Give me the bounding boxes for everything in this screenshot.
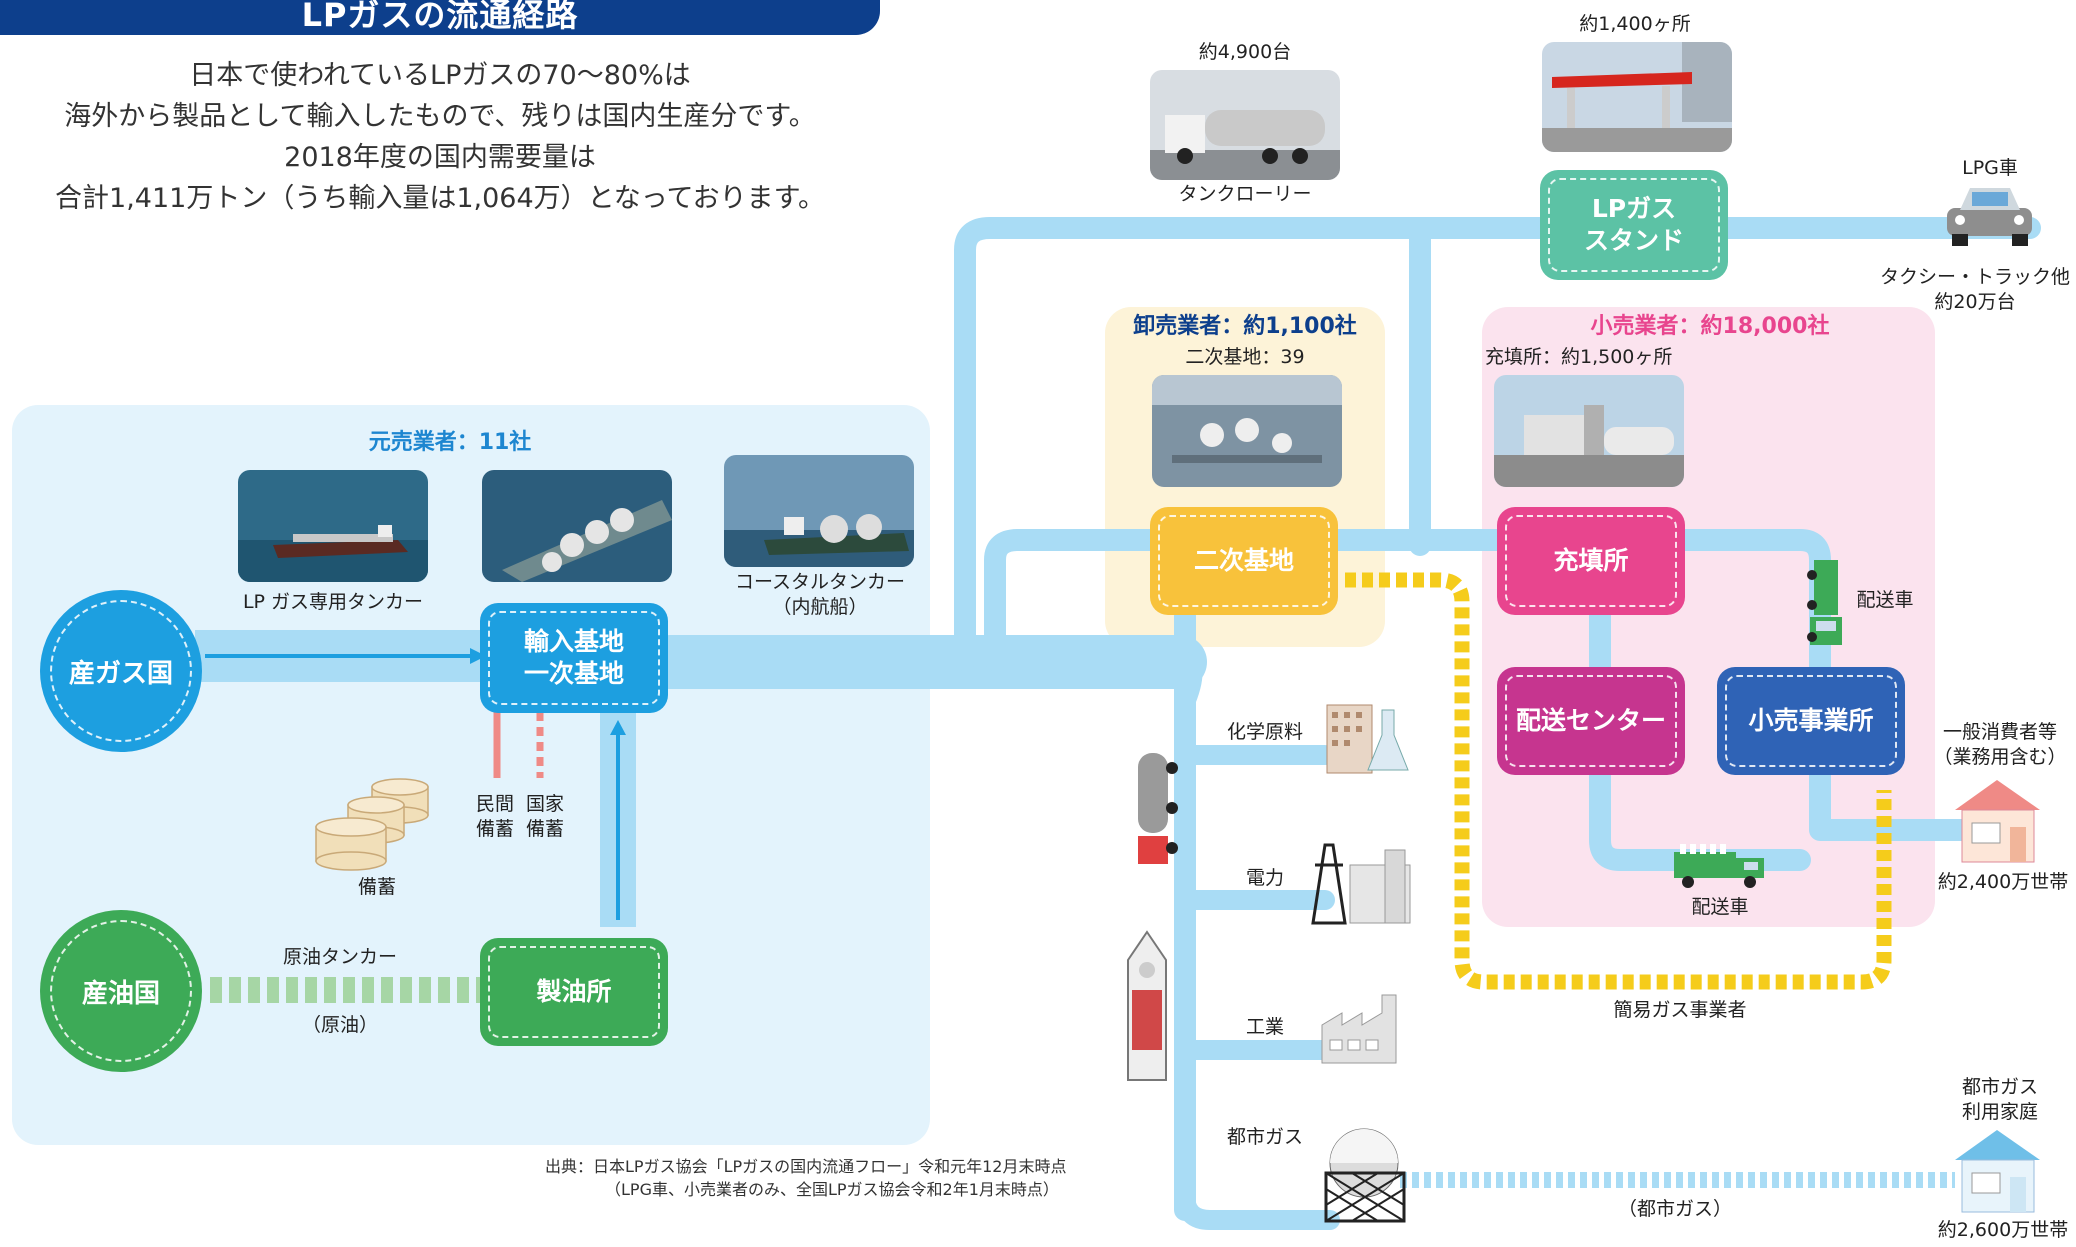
- power-icon: [1311, 843, 1411, 925]
- haiso-center-node: 配送センター: [1497, 667, 1685, 775]
- juten-node: 充填所: [1497, 507, 1685, 615]
- ship-vertical-icon: [1127, 930, 1167, 1081]
- delivery-truck-right-icon: [1807, 560, 1842, 645]
- niji-base-photo: [1152, 375, 1342, 487]
- stand-node: LPガス スタンド: [1540, 170, 1728, 280]
- kokka-label: 国家 備蓄: [515, 792, 575, 842]
- crude-label: （原油）: [301, 1014, 378, 1036]
- gas-holder-icon: [1324, 1128, 1406, 1223]
- flow-to-top: [954, 217, 2041, 671]
- niji-count-label: 二次基地：39: [1185, 346, 1305, 368]
- tanker-label: LP ガス専用タンカー: [242, 591, 424, 613]
- minkan-label: 民間 備蓄: [465, 792, 525, 842]
- sanyu-node: 産油国: [40, 910, 202, 1072]
- coastal-tanker-photo: [724, 455, 914, 567]
- lorry-count-label: 約4,900台: [1198, 41, 1292, 63]
- city-home-line2: 利用家庭: [1961, 1101, 2038, 1123]
- industry-label: 工業: [1245, 1016, 1284, 1038]
- page-title: LPガスの流通経路: [0, 0, 880, 35]
- juten-count-label: 充填所：約1,500ヶ所: [1485, 346, 1673, 368]
- yunyu-line1: 輸入基地: [523, 627, 624, 656]
- stand-line1: LPガス: [1591, 194, 1677, 223]
- delivery-truck-bottom-icon: [1674, 844, 1764, 888]
- power-label: 電力: [1245, 867, 1284, 889]
- city-gas-label: 都市ガス: [1226, 1126, 1303, 1148]
- city-gas-flow-label: （都市ガス）: [1617, 1198, 1732, 1220]
- juten-photo: [1494, 375, 1684, 487]
- oroshi-title: 卸売業者：約1,100社: [1133, 314, 1357, 339]
- lpg-car-label: LPG車: [1962, 157, 2018, 179]
- kouri-title: 小売業者：約18,000社: [1590, 314, 1830, 339]
- minkan-line1: 民間: [475, 793, 514, 815]
- reserve-tanks-icon: [315, 778, 429, 871]
- consumer-label: 一般消費者等 （業務用含む）: [1930, 720, 2070, 770]
- flow-juten-down: [1589, 589, 1811, 871]
- taxi-line2: 約20万台: [1934, 291, 2016, 313]
- coastal-label: コースタルタンカー （内航船）: [700, 570, 940, 620]
- chemical-label: 化学原料: [1226, 721, 1303, 743]
- kani-gas-line: [1345, 572, 1892, 990]
- import-base-photo: [482, 470, 672, 582]
- intro-text: 日本で使われているLPガスの70～80%は 海外から製品として輸入したもので、残…: [40, 55, 840, 219]
- motouri-title: 元売業者：11社: [368, 430, 532, 455]
- haisosha-bottom-label: 配送車: [1691, 896, 1749, 918]
- chemical-icon: [1326, 704, 1409, 774]
- stand-line2: スタンド: [1583, 226, 1684, 255]
- intro-line: 海外から製品として輸入したもので、残りは国内生産分です。: [64, 101, 816, 132]
- yunyu-node: 輸入基地 一次基地: [480, 603, 668, 713]
- lpg-car-icon: [1947, 188, 2032, 246]
- bichiku-label: 備蓄: [357, 876, 396, 898]
- minkan-line2: 備蓄: [475, 818, 514, 840]
- tank-lorry-photo: [1150, 70, 1340, 180]
- flow-bend: [1169, 651, 1203, 711]
- factory-icon: [1321, 994, 1397, 1064]
- kouri-jigyo-node: 小売事業所: [1717, 667, 1905, 775]
- sangasu-node: 産ガス国: [40, 590, 202, 752]
- haisosha-right-label: 配送車: [1856, 589, 1914, 611]
- taxi-line1: タクシー・トラック他: [1880, 266, 2071, 288]
- intro-line: 2018年度の国内需要量は: [284, 142, 596, 173]
- stand-count-label: 約1,400ヶ所: [1579, 13, 1691, 35]
- kani-gas-label: 簡易ガス事業者: [1613, 999, 1747, 1021]
- consumer-line2: （業務用含む）: [1933, 746, 2067, 768]
- city-home-label: 都市ガス 利用家庭: [1950, 1075, 2050, 1125]
- niji-node: 二次基地: [1150, 507, 1338, 615]
- coastal-line1: コースタルタンカー: [734, 571, 906, 593]
- lp-stand-photo: [1542, 42, 1732, 152]
- kokka-line2: 備蓄: [525, 818, 564, 840]
- arrow-head-2: [470, 648, 486, 664]
- source-line1: 出典：日本LPガス協会「LPガスの国内流通フロー」令和元年12月末時点: [545, 1157, 1067, 1176]
- coastal-line2: （内航船）: [772, 596, 868, 618]
- lorry-label: タンクローリー: [1178, 183, 1312, 205]
- source-line2: （LPG車、小売業者のみ、全国LPガス協会令和2年1月末時点）: [605, 1180, 1059, 1199]
- arrow-head-3: [610, 720, 626, 735]
- households-city-label: 約2,600万世帯: [1937, 1219, 2069, 1241]
- yunyu-line2: 一次基地: [523, 659, 624, 688]
- source-note: 出典：日本LPガス協会「LPガスの国内流通フロー」令和元年12月末時点 （LPG…: [545, 1155, 1067, 1201]
- city-home-line1: 都市ガス: [1961, 1076, 2038, 1098]
- flow-middle: [984, 529, 2021, 841]
- lpg-tanker-photo: [238, 470, 428, 582]
- seiyu-node: 製油所: [480, 938, 668, 1046]
- lorry-vertical-icon: [1138, 753, 1178, 864]
- house-city-icon: [1955, 1130, 2040, 1213]
- flow-branch-citygas: [1175, 1185, 1340, 1230]
- house-lp-icon: [1955, 780, 2040, 863]
- crude-tanker-label: 原油タンカー: [282, 946, 397, 968]
- intro-line: 合計1,411万トン（うち輸入量は1,064万）となっております。: [55, 183, 825, 214]
- kokka-line1: 国家: [525, 793, 564, 815]
- consumer-line1: 一般消費者等: [1942, 721, 2057, 743]
- intro-line: 日本で使われているLPガスの70～80%は: [189, 60, 691, 91]
- households-lp-label: 約2,400万世帯: [1937, 871, 2069, 893]
- taxi-label: タクシー・トラック他 約20万台: [1880, 265, 2070, 315]
